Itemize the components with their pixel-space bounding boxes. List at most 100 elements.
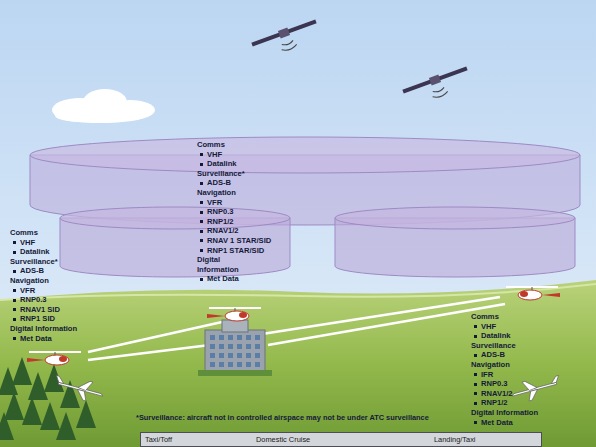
capability-item: RNP0.3 — [20, 295, 47, 305]
airspace-small — [60, 207, 290, 277]
phase-label: Taxi/Toff — [145, 435, 172, 444]
horizon — [0, 284, 596, 300]
bullet-marker — [200, 163, 203, 166]
phase-label: Landing/Taxi — [434, 435, 476, 444]
window — [210, 353, 215, 358]
tree — [76, 400, 96, 428]
capability-item: RNAV 1 STAR/SID — [207, 236, 271, 246]
capability-item: IFR — [481, 370, 493, 380]
tree — [4, 392, 24, 420]
footnote: *Surveillance: aircraft not in controlle… — [136, 413, 429, 422]
window — [210, 335, 215, 340]
capability-heading: Surveillance* — [10, 257, 58, 267]
capability-item: VFR — [207, 198, 222, 208]
cloud — [52, 89, 155, 123]
capability-heading: Digital Information — [10, 324, 77, 334]
capability-item: RNP0.3 — [481, 379, 508, 389]
capability-item: RNP0.3 — [207, 207, 234, 217]
capability-item: VHF — [481, 322, 496, 332]
capability-heading: Surveillance* — [197, 169, 247, 179]
bullet-marker — [474, 383, 477, 386]
bullet-marker — [200, 230, 203, 233]
window — [210, 344, 215, 349]
tree — [0, 412, 14, 440]
window — [237, 362, 242, 367]
bullet-marker — [474, 373, 477, 376]
tree — [56, 412, 76, 440]
helicopter — [506, 287, 560, 300]
capability-item: Met Data — [481, 418, 513, 428]
bullet-marker — [474, 354, 477, 357]
airplane — [509, 373, 562, 405]
bullet-marker — [200, 220, 203, 223]
datalink-lines — [88, 297, 505, 360]
phase-bar: Taxi/Toff Domestic Cruise Landing/Taxi — [140, 432, 542, 447]
capability-item: Met Data — [207, 274, 239, 284]
bullet-marker — [13, 337, 16, 340]
window — [246, 335, 251, 340]
bullet-marker — [474, 421, 477, 424]
capability-item: Datalink — [20, 247, 50, 257]
bullet-marker — [200, 278, 203, 281]
window — [255, 344, 260, 349]
window — [237, 353, 242, 358]
capability-heading: Digital Information — [197, 255, 247, 274]
window — [237, 344, 242, 349]
bullet-marker — [13, 318, 16, 321]
capability-heading: Comms — [10, 228, 38, 238]
bullet-marker — [13, 308, 16, 311]
capability-item: RNP1 SID — [20, 314, 55, 324]
helicopter — [27, 352, 81, 365]
window — [255, 362, 260, 367]
window — [228, 362, 233, 367]
tree — [44, 364, 64, 392]
airplane — [52, 373, 105, 405]
capability-item: Met Data — [20, 334, 52, 344]
capability-heading: Comms — [197, 140, 247, 150]
bullet-marker — [13, 241, 16, 244]
window — [246, 353, 251, 358]
capability-item: VHF — [207, 150, 222, 160]
tree — [22, 397, 42, 425]
tree — [28, 372, 48, 400]
capability-item: RNP1/2 — [207, 217, 234, 227]
window — [219, 335, 224, 340]
window — [255, 353, 260, 358]
capability-heading: Navigation — [10, 276, 49, 286]
capability-item: RNAV1 SID — [20, 305, 60, 315]
bullet-marker — [200, 249, 203, 252]
window — [219, 362, 224, 367]
capability-item: RNAV1/2 — [207, 226, 239, 236]
window — [246, 362, 251, 367]
bullet-marker — [13, 289, 16, 292]
bullet-marker — [474, 402, 477, 405]
bullet-marker — [200, 211, 203, 214]
capability-item: Datalink — [481, 331, 511, 341]
window — [237, 335, 242, 340]
building — [198, 320, 272, 376]
tree — [40, 402, 60, 430]
phase-label: Domestic Cruise — [256, 435, 310, 444]
capability-heading: Comms — [471, 312, 499, 322]
capability-item: ADS-B — [481, 350, 505, 360]
bullet-marker — [13, 251, 16, 254]
windows — [210, 335, 260, 367]
capability-item: RNP1/2 — [481, 398, 508, 408]
capability-item: RNP1 STAR/SID — [207, 246, 264, 256]
capability-heading: Navigation — [471, 360, 510, 370]
bullet-marker — [200, 201, 203, 204]
capability-heading: Navigation — [197, 188, 247, 198]
window — [210, 362, 215, 367]
trees — [0, 357, 96, 440]
window — [255, 335, 260, 340]
ground — [0, 280, 596, 447]
capability-heading: Surveillance — [471, 341, 516, 351]
capability-item: ADS-B — [207, 178, 231, 188]
bullet-marker — [474, 335, 477, 338]
capability-item: RNAV1/2 — [481, 389, 513, 399]
bullet-marker — [200, 182, 203, 185]
airspace-small — [335, 207, 575, 277]
capability-item: Datalink — [207, 159, 237, 169]
window — [219, 344, 224, 349]
